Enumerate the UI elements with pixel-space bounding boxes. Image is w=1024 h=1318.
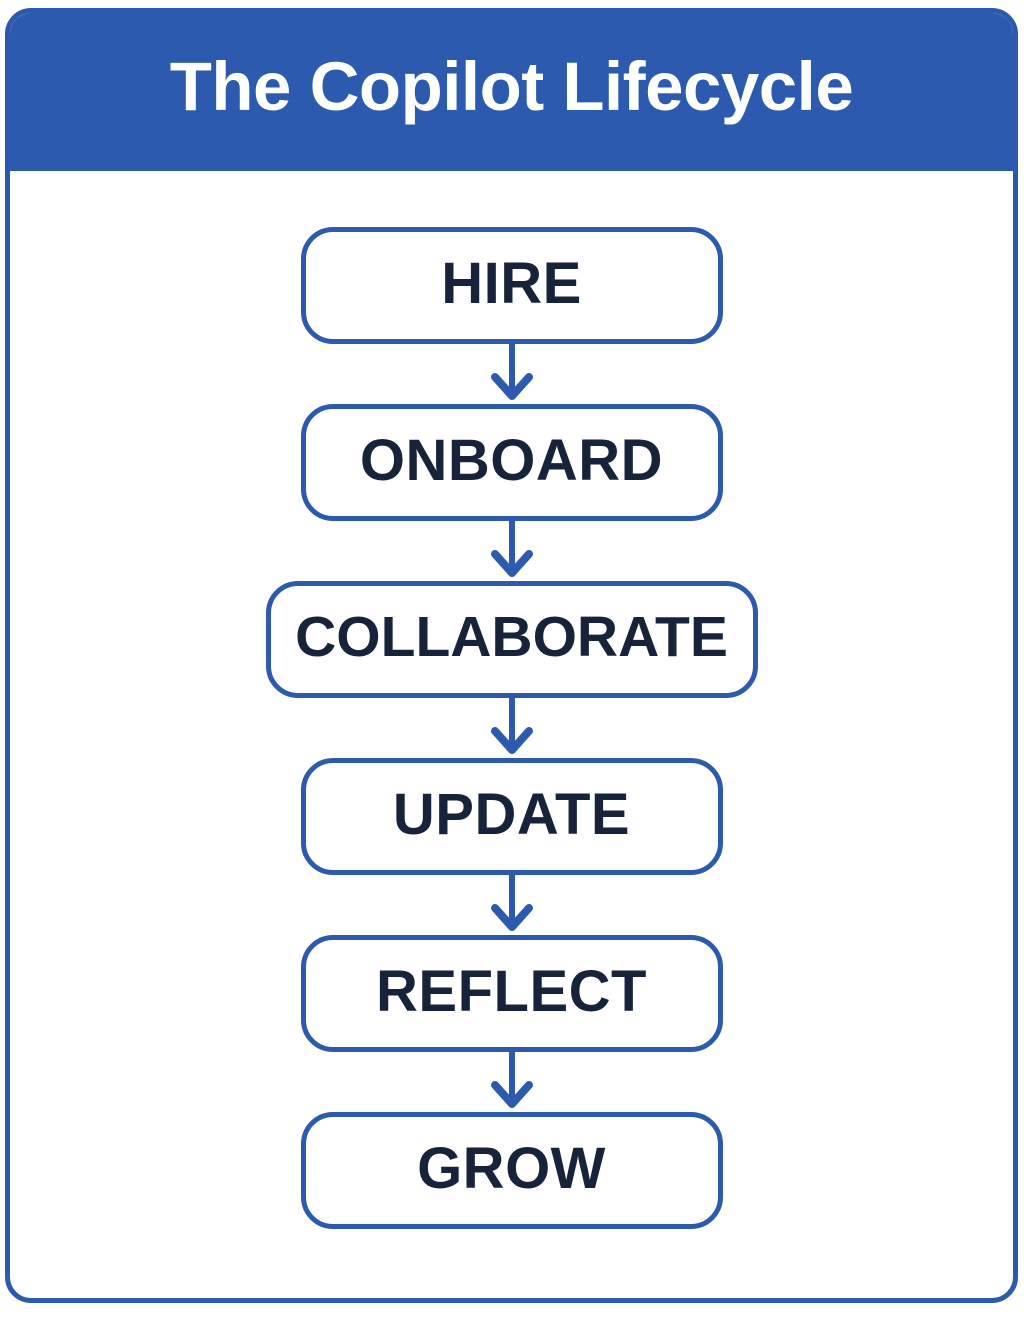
flow-step-label: ONBOARD <box>359 427 664 493</box>
flow-step-label: GROW <box>417 1135 606 1201</box>
arrow-down-icon <box>482 1052 542 1112</box>
flow-step-grow[interactable]: GROW <box>300 1112 723 1229</box>
flow-step-label: UPDATE <box>392 781 631 847</box>
flow-step-hire[interactable]: HIRE <box>300 227 723 344</box>
flow-step-collaborate[interactable]: COLLABORATE <box>265 581 758 698</box>
lifecycle-card: The Copilot Lifecycle HIRE ONBOARD <box>5 8 1018 1303</box>
arrow-down-icon <box>482 344 542 404</box>
arrow-down-icon <box>482 875 542 935</box>
flow-step-reflect[interactable]: REFLECT <box>300 935 723 1052</box>
flow-step-onboard[interactable]: ONBOARD <box>300 404 723 521</box>
card-header: The Copilot Lifecycle <box>10 13 1013 171</box>
flow-step-label: COLLABORATE <box>295 605 728 669</box>
page-title: The Copilot Lifecycle <box>169 48 854 125</box>
flowchart-steps: HIRE ONBOARD COLLABORATE <box>10 176 1013 1298</box>
flow-step-update[interactable]: UPDATE <box>300 758 723 875</box>
flow-step-label: REFLECT <box>376 958 647 1024</box>
flow-step-label: HIRE <box>441 250 582 316</box>
arrow-down-icon <box>482 698 542 758</box>
arrow-down-icon <box>482 521 542 581</box>
